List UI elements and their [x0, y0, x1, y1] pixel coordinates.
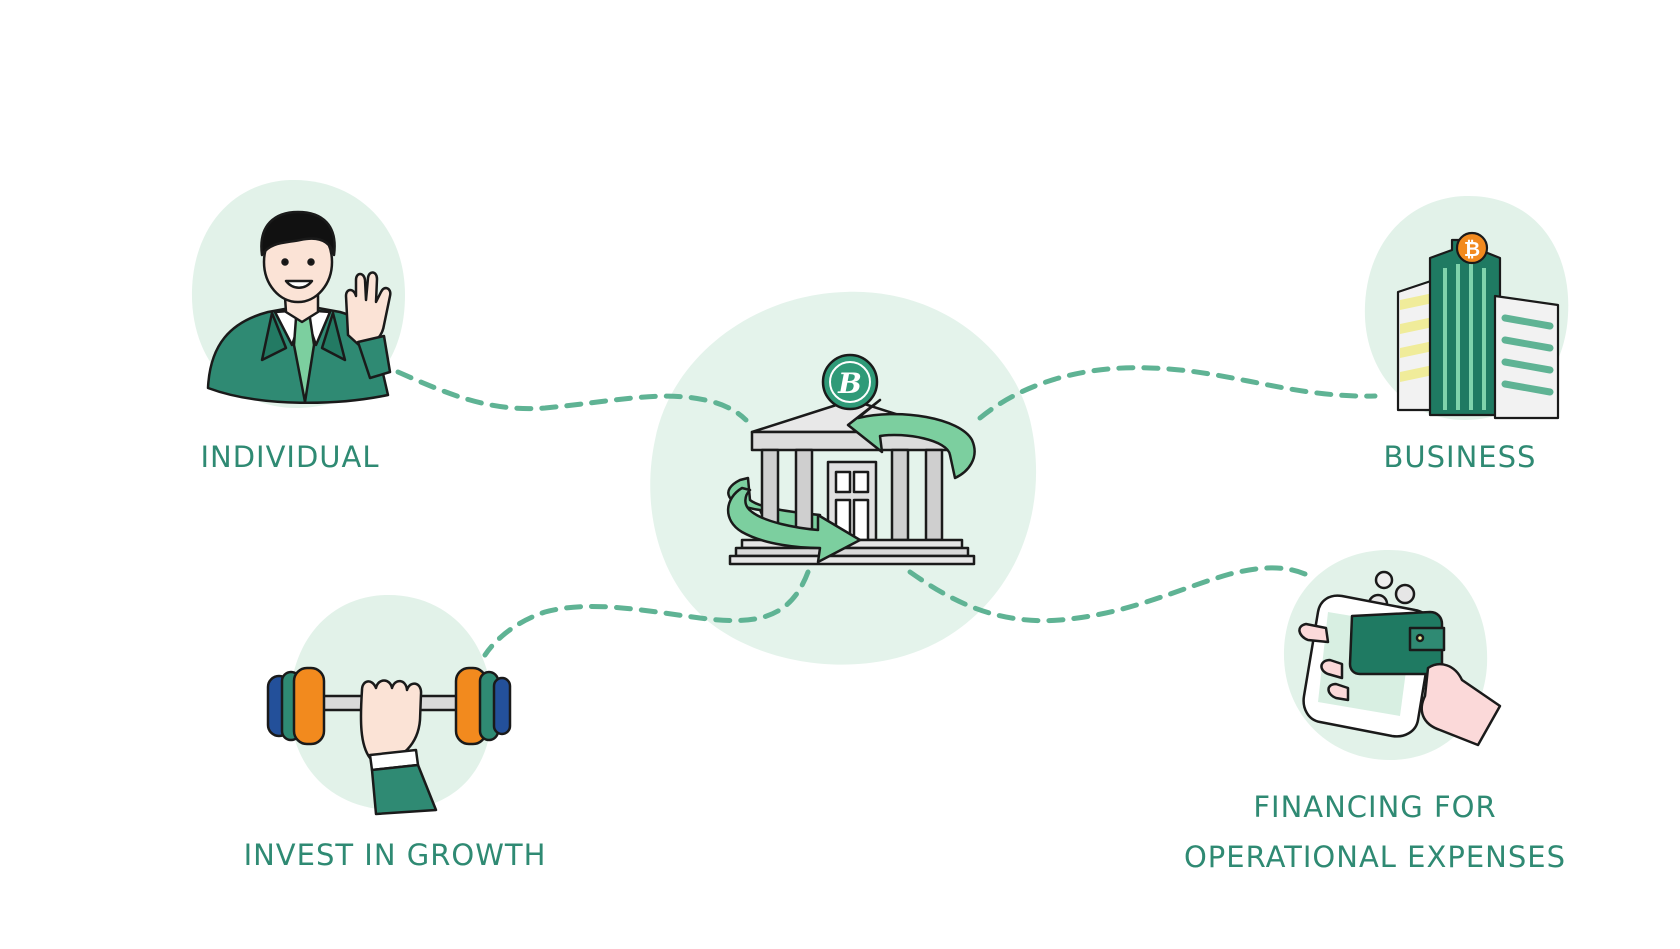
connector-invest: [482, 569, 811, 658]
connector-business: [977, 365, 1378, 421]
financing-label: FINANCING FOR OPERATIONAL EXPENSES: [1110, 782, 1640, 882]
bitcoin-bank-cycle-icon: B: [726, 353, 976, 566]
connectors: [395, 365, 1378, 658]
person-waving-icon: [206, 210, 392, 404]
business-label: BUSINESS: [1383, 440, 1537, 474]
bitcoin-office-building-icon: ₿: [1396, 231, 1560, 420]
connector-individual: [395, 369, 749, 423]
bitcoin-coin: [1455, 231, 1489, 265]
hand-lifting-dumbbell-icon: [266, 666, 512, 816]
financing-label-line2: OPERATIONAL EXPENSES: [1183, 840, 1567, 874]
individual-label: INDIVIDUAL: [200, 440, 380, 474]
bank-coin-letter: B: [837, 367, 862, 400]
financing-label-line1: FINANCING FOR: [1253, 790, 1497, 824]
connector-financing: [907, 565, 1308, 624]
phone-wallet-icon: [1298, 570, 1502, 747]
bitcoin-coin-symbol: ₿: [1464, 237, 1480, 261]
invest-in-growth-label: INVEST IN GROWTH: [243, 838, 547, 872]
